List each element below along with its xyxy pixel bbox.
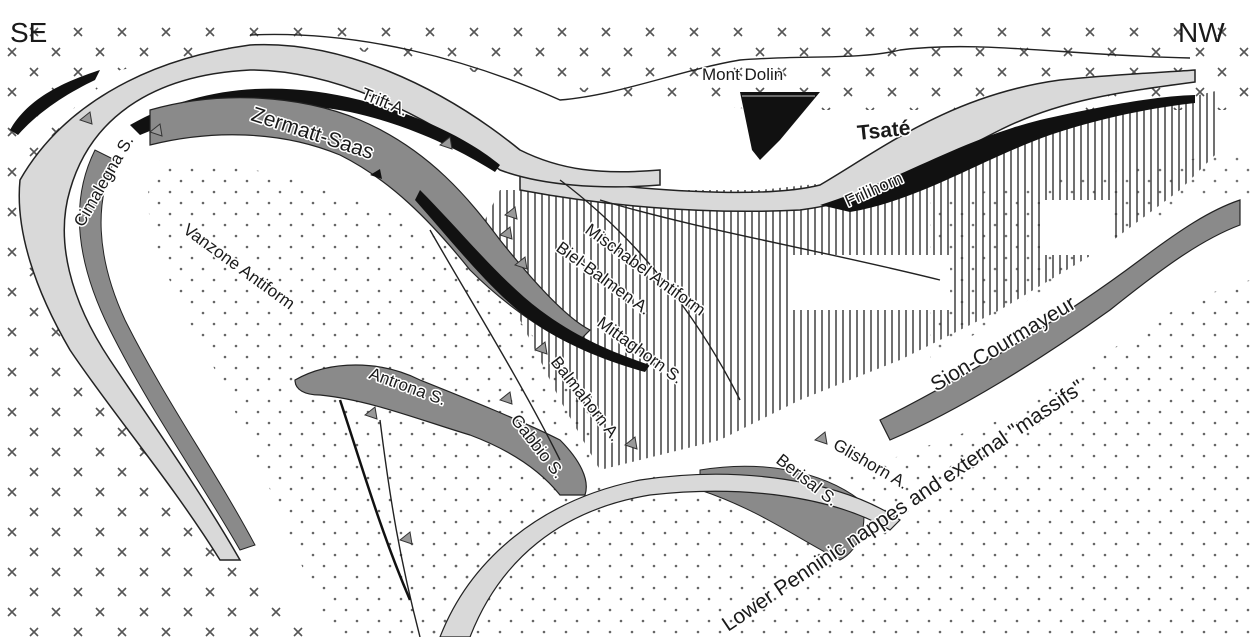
orientation-nw: NW — [1178, 17, 1225, 48]
hatch-gap-2 — [1040, 200, 1110, 255]
orientation-se: SE — [10, 17, 47, 48]
label-mont-dolin: Mont Dolin — [702, 65, 783, 84]
